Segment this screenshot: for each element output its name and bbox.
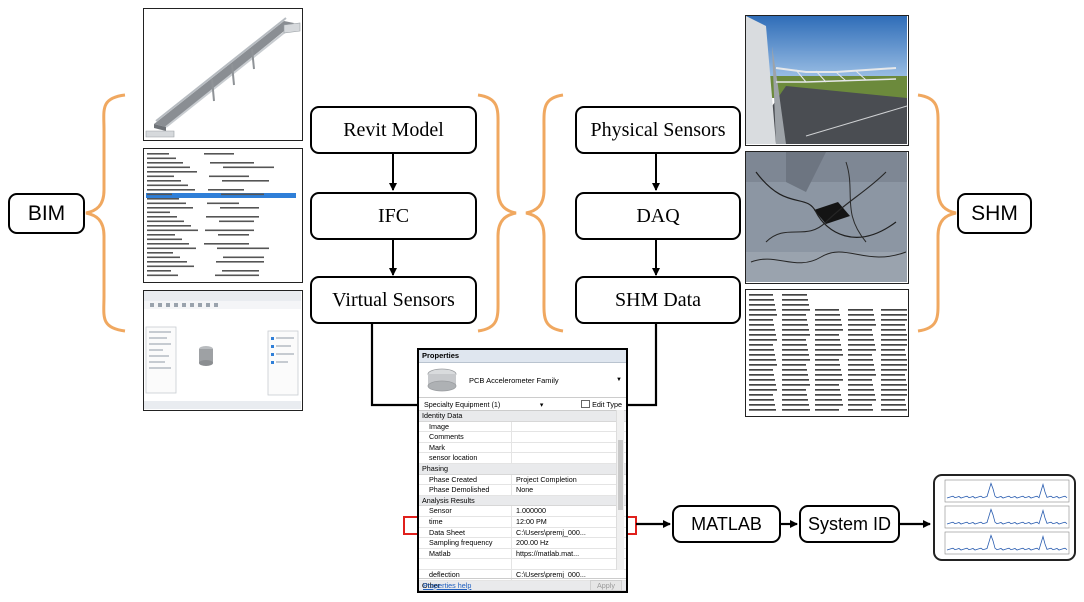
shm-data-table-image (749, 294, 908, 411)
system-id-plots-thumbnail (933, 474, 1076, 561)
family-name: PCB Accelerometer Family (469, 375, 559, 385)
property-value[interactable] (512, 443, 626, 453)
connector-virtual-to-panel (370, 324, 417, 407)
property-row[interactable]: deflection C:\Users\premj_000... (419, 569, 626, 581)
ifc-text-file-thumbnail (143, 148, 303, 283)
property-group-header[interactable]: Phasing (419, 463, 626, 475)
properties-help-link[interactable]: Properties help (423, 580, 472, 590)
property-row[interactable]: Image (419, 421, 626, 433)
ifc-box: IFC (310, 192, 477, 240)
property-key: Phase Demolished (419, 485, 512, 495)
physical-sensors-box: Physical Sensors (575, 106, 741, 154)
property-key: Sampling frequency (419, 538, 512, 548)
revit-software-image (144, 291, 301, 409)
property-value[interactable] (512, 432, 626, 442)
property-row[interactable]: sensor location (419, 453, 626, 464)
properties-panel: Properties PCB Accelerometer Family ▼ Sp… (417, 348, 628, 593)
ifc-text-file-image (146, 153, 296, 277)
property-value[interactable] (512, 591, 626, 593)
property-key: Image (419, 421, 512, 432)
property-key: Phase Created (419, 474, 512, 485)
property-value[interactable]: C:\Users\premj_000... (516, 569, 586, 579)
physical-group-bracket (525, 93, 564, 333)
property-value[interactable] (512, 453, 626, 463)
property-group-header[interactable]: Identity Data (419, 411, 626, 422)
property-key: deflection (419, 569, 512, 580)
scrollbar-thumb[interactable] (618, 440, 623, 510)
selection-row[interactable]: Specialty Equipment (1) ▾ Edit Type (419, 398, 626, 411)
properties-footer: Properties help Apply (419, 578, 626, 591)
shm-label: SHM (957, 193, 1032, 234)
property-row[interactable]: Comments (419, 432, 626, 443)
bridge-photo-thumbnail (745, 15, 909, 146)
virtual-sensors-box: Virtual Sensors (310, 276, 477, 324)
property-key: Matlab (419, 548, 512, 559)
property-row[interactable]: time 12:00 PM (419, 516, 626, 528)
edit-type-label: Edit Type (592, 399, 622, 409)
property-key: sensor location (419, 453, 512, 463)
property-value[interactable]: 12:00 PM (516, 516, 547, 526)
connector-shmdata-to-panel (628, 324, 658, 407)
property-value[interactable] (512, 559, 626, 569)
bim-bracket (85, 93, 126, 333)
property-row[interactable]: Sensor 1.000000 (419, 506, 626, 517)
accelerometer-icon (427, 368, 457, 392)
property-key: Sensor (419, 506, 512, 516)
revit-model-box: Revit Model (310, 106, 477, 154)
property-row[interactable]: Data Sheet C:\Users\premj_000... (419, 527, 626, 539)
apply-button[interactable]: Apply (590, 579, 622, 591)
family-selector[interactable]: PCB Accelerometer Family ▼ (419, 363, 626, 398)
property-value[interactable] (512, 422, 626, 432)
revit-software-thumbnail (143, 290, 303, 411)
shm-bracket (917, 93, 957, 333)
property-value[interactable]: Project Completion (516, 474, 577, 484)
property-key: Mark (419, 442, 512, 453)
property-row[interactable]: identified frequency (419, 591, 626, 593)
frequency-response-plots (944, 479, 1070, 555)
daq-photo-thumbnail (745, 151, 909, 284)
selection-label: Specialty Equipment (1) (424, 399, 501, 409)
shm-data-file-thumbnail (745, 289, 909, 417)
property-row[interactable]: Phase Demolished None (419, 485, 626, 496)
property-key: identified frequency (419, 591, 512, 593)
edit-type-icon (581, 400, 591, 408)
shm-data-box: SHM Data (575, 276, 741, 324)
property-value[interactable]: https://matlab.mat... (516, 548, 580, 558)
bim-label: BIM (8, 193, 85, 234)
chevron-down-icon[interactable]: ▼ (616, 377, 622, 383)
system-id-box: System ID (799, 505, 900, 543)
property-key: time (419, 516, 512, 527)
property-group-header[interactable]: Analysis Results (419, 495, 626, 507)
selection-dropdown-icon[interactable]: ▾ (539, 399, 544, 409)
matlab-box: MATLAB (672, 505, 781, 543)
property-key: Data Sheet (419, 527, 512, 538)
property-row[interactable]: Matlab https://matlab.mat... (419, 548, 626, 560)
properties-title: Properties (419, 350, 626, 363)
edit-type-button[interactable]: Edit Type (581, 400, 622, 409)
property-value[interactable]: C:\Users\premj_000... (516, 527, 586, 537)
properties-scrollbar[interactable] (616, 410, 624, 570)
property-value[interactable]: 1.000000 (516, 506, 546, 516)
property-key: Comments (419, 432, 512, 442)
property-row[interactable]: Phase Created Project Completion (419, 474, 626, 486)
property-value[interactable]: 200.00 Hz (516, 538, 549, 548)
bridge-3d-model-image (145, 17, 301, 138)
daq-device-photo (746, 152, 907, 282)
revit-group-bracket (477, 93, 517, 333)
bridge-3d-model-thumbnail (143, 8, 303, 141)
property-key (419, 559, 512, 569)
property-row[interactable]: Sampling frequency 200.00 Hz (419, 538, 626, 549)
property-row[interactable]: Mark (419, 442, 626, 454)
bridge-deck-photo (746, 16, 908, 144)
daq-box: DAQ (575, 192, 741, 240)
property-row[interactable] (419, 559, 626, 570)
property-group-header[interactable]: Other (419, 580, 626, 591)
property-value[interactable]: None (516, 485, 534, 495)
